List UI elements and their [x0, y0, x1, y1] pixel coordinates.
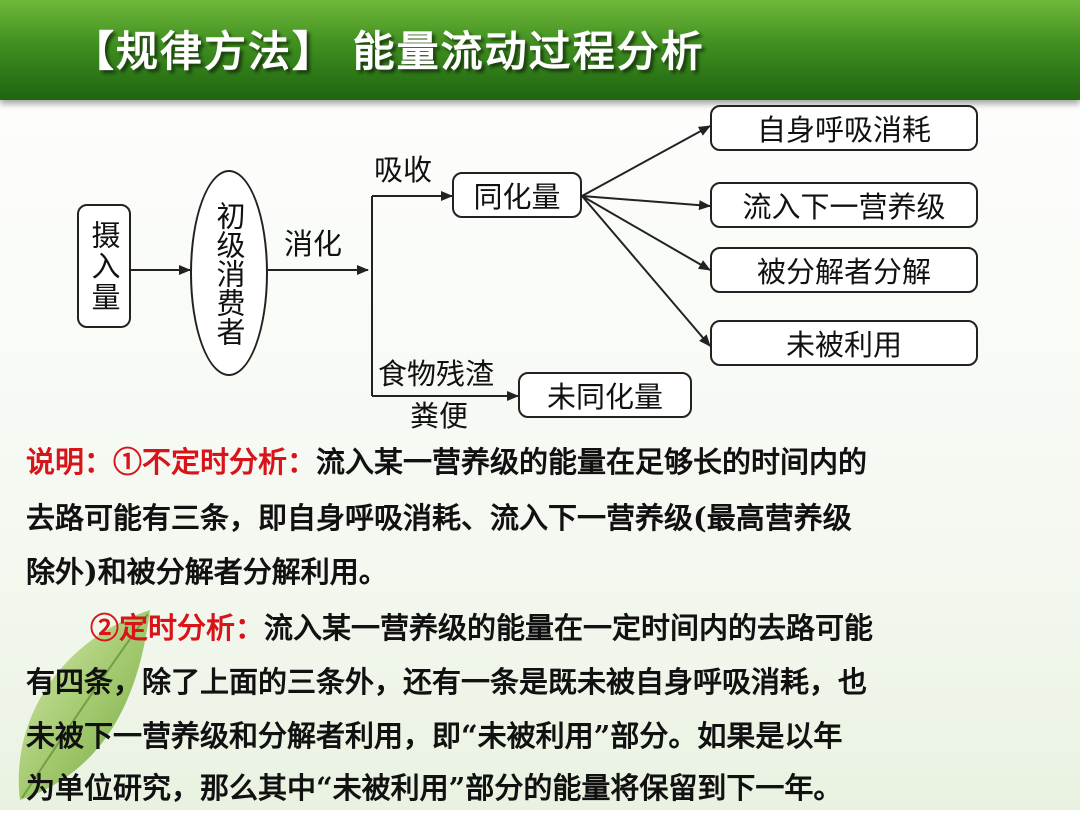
- leaf-decoration-icon: [18, 610, 151, 800]
- label-feces: 粪便: [410, 399, 469, 433]
- note-p1-label: 说明：①不定时分析：: [26, 445, 317, 479]
- output-respiration-box: 自身呼吸消耗: [710, 105, 978, 151]
- unassimilated-box: 未同化量: [518, 372, 692, 418]
- note-p2-line1: 流入某一营养级的能量在一定时间内的去路可能: [264, 611, 874, 645]
- arrow-to-respiration: [581, 125, 711, 197]
- arrow-to-unused: [581, 195, 711, 347]
- output-next-level-box: 流入下一营养级: [710, 182, 978, 228]
- note-p1-line1: 流入某一营养级的能量在足够长的时间内的: [316, 445, 868, 479]
- output-decomposer-box: 被分解者分解: [710, 247, 978, 293]
- note-line-3: 除外)和被分解者分解利用。: [26, 555, 388, 589]
- label-absorb: 吸收: [374, 153, 433, 187]
- note-line-4: ②定时分析：流入某一营养级的能量在一定时间内的去路可能: [26, 600, 1026, 656]
- label-digest: 消化: [284, 227, 343, 261]
- note-line-7: 为单位研究，那么其中“未被利用”部分的能量将保留到下一年。: [26, 771, 843, 805]
- label-food-residue: 食物残渣: [378, 357, 495, 391]
- diagram-arrows: [131, 125, 711, 401]
- note-p2-label: ②定时分析：: [90, 611, 265, 645]
- slide-title: 【规律方法】 能量流动过程分析: [72, 27, 705, 76]
- assimilated-box: 同化量: [452, 172, 582, 218]
- output-unused-box: 未被利用: [710, 320, 978, 366]
- note-line-6: 未被下一营养级和分解者利用，即“未被利用”部分。如果是以年: [26, 719, 843, 753]
- arrow-to-next-level: [581, 195, 711, 211]
- note-line-2: 去路可能有三条，即自身呼吸消耗、流入下一营养级(最高营养级: [26, 501, 852, 535]
- energy-flow-diagram: 摄入量 初级消费者 消化 吸收 同化量 食物残渣 粪便 未同化量 自身呼吸消耗 …: [0, 100, 1080, 440]
- consumer-ellipse: 初级消费者: [190, 170, 268, 376]
- intake-box: 摄入量: [77, 204, 131, 328]
- note-line-5: 有四条，除了上面的三条外，还有一条是既未被自身呼吸消耗，也: [26, 665, 868, 699]
- note-line-1: 说明：①不定时分析：流入某一营养级的能量在足够长的时间内的: [26, 434, 1026, 490]
- title-banner: 【规律方法】 能量流动过程分析: [0, 0, 1080, 100]
- arrow-to-decomposer: [581, 195, 711, 271]
